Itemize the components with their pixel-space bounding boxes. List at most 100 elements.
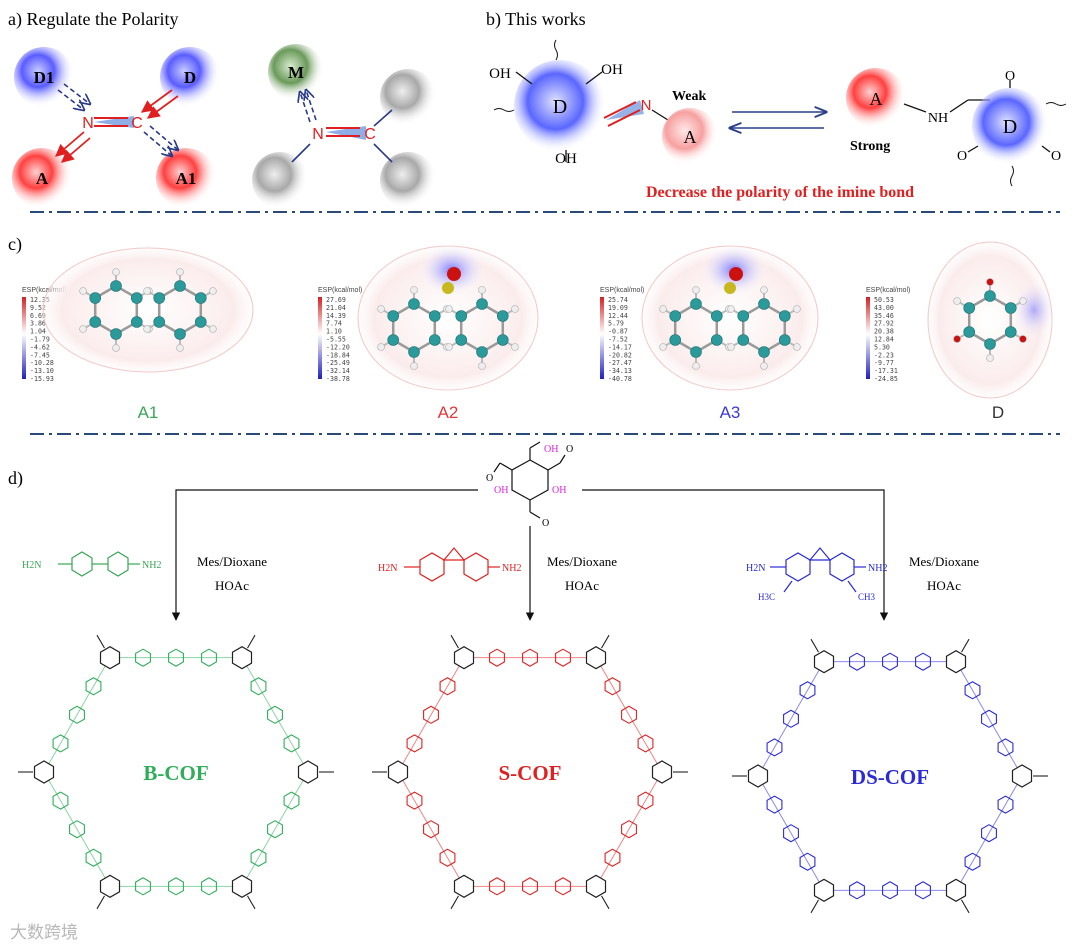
esp-tick: -25.49 xyxy=(326,359,350,367)
sphere-a-strong xyxy=(846,68,906,128)
node-ring xyxy=(297,760,319,784)
conditions-3-line2: HOAc xyxy=(927,578,961,593)
atom-hydrogen xyxy=(793,305,801,313)
esp-tick: 12.44 xyxy=(608,312,628,320)
atom-hydrogen xyxy=(1019,297,1027,305)
atom-hydrogen xyxy=(727,305,735,313)
atom-carbon xyxy=(408,346,420,358)
linker-ring xyxy=(997,738,1014,757)
esp-color-bar xyxy=(318,297,322,379)
node-ring xyxy=(945,878,967,902)
linker-ring xyxy=(981,824,997,843)
esp-tick: -24.85 xyxy=(874,375,898,383)
linker-ring xyxy=(168,648,184,667)
esp-tick: 5.79 xyxy=(608,320,624,328)
linker-ring xyxy=(423,820,439,839)
ald-oh-1: OH xyxy=(544,444,558,455)
atom-carbon xyxy=(496,334,509,346)
atom-hydrogen xyxy=(953,297,961,305)
linker-ring xyxy=(406,734,423,753)
node-ring xyxy=(585,874,607,898)
atom-carbon xyxy=(984,338,996,350)
atom-carbon xyxy=(130,292,143,304)
ald-o-2: O xyxy=(486,473,493,484)
atom-hydrogen xyxy=(760,362,768,370)
linker-ring xyxy=(250,677,267,696)
sphere-m xyxy=(268,44,324,100)
panel-b: b) This works D OH OH OH N A Weak A Stro… xyxy=(486,9,1067,201)
linker-ring xyxy=(882,652,898,671)
linker-ring xyxy=(85,677,102,696)
atom-hydrogen xyxy=(659,343,667,351)
atom-hydrogen xyxy=(478,362,486,370)
atom-hydrogen xyxy=(377,343,385,351)
atom-carbon xyxy=(455,334,468,346)
esp-tick: -15.93 xyxy=(30,375,54,383)
atom-hydrogen xyxy=(478,286,486,294)
esp-tick: -2.23 xyxy=(874,351,894,359)
esp-tick: 21.04 xyxy=(326,304,346,312)
esp-title: ESP(kcal/mol) xyxy=(600,287,644,294)
linker-ring xyxy=(783,824,799,843)
linker-ring xyxy=(621,820,637,839)
atom-n-2: N xyxy=(312,126,324,143)
sphere-grey-2 xyxy=(252,152,308,208)
linker-ring xyxy=(849,881,865,900)
o-right: O xyxy=(1051,149,1061,164)
conditions-2-line1: Mes/Dioxane xyxy=(547,554,617,569)
oh-2: OH xyxy=(601,62,623,78)
linker-ring xyxy=(522,648,538,667)
linker-ring xyxy=(522,877,538,896)
sphere-d-label-keto: D xyxy=(1003,116,1017,138)
linker-ring xyxy=(766,795,783,814)
atom-hydrogen xyxy=(445,343,453,351)
atom-c: C xyxy=(131,115,143,132)
esp-tick: -18.84 xyxy=(326,351,350,359)
benzidine-molecule xyxy=(58,551,140,577)
atom-hydrogen xyxy=(692,286,700,294)
sphere-a-label-strong: A xyxy=(870,89,883,109)
s-amine-molecule xyxy=(404,547,500,582)
esp-tick: -0.87 xyxy=(608,328,628,336)
atom-carbon xyxy=(963,326,976,338)
atom-oxygen xyxy=(447,267,461,281)
linker-ring xyxy=(201,877,217,896)
esp-map-d: ESP(kcal/mol)50.5343.0035.4627.9220.3812… xyxy=(866,241,1056,422)
esp-tick: 6.69 xyxy=(30,312,46,320)
benzidine-h2n: H2N xyxy=(22,560,41,571)
node-ring xyxy=(1011,764,1033,788)
atom-carbon xyxy=(476,298,488,310)
sphere-d-large xyxy=(514,60,606,152)
esp-surface xyxy=(42,247,254,373)
node-ring xyxy=(453,874,475,898)
atom-hydrogen xyxy=(377,305,385,313)
atom-hydrogen xyxy=(410,286,418,294)
linker-ring xyxy=(849,652,865,671)
node-ring xyxy=(453,646,475,670)
sphere-d xyxy=(160,47,220,107)
panel-a-label: a) Regulate the Polarity xyxy=(8,9,178,30)
sphere-a1 xyxy=(156,148,216,208)
ds-amine-ch3: CH3 xyxy=(858,592,876,602)
cof-ds-cof: DS-COF xyxy=(732,638,1048,914)
linker-ring xyxy=(69,705,85,724)
atom-carbon xyxy=(174,328,186,340)
atom-carbon xyxy=(710,334,723,346)
linker-ring xyxy=(135,648,151,667)
linker-ring xyxy=(283,791,300,810)
linker-ring xyxy=(406,791,423,810)
linker-ring xyxy=(964,681,981,700)
esp-tick: -13.10 xyxy=(30,367,54,375)
esp-tick: -17.31 xyxy=(874,367,898,375)
strong-label: Strong xyxy=(850,139,890,154)
atom-carbon xyxy=(387,334,400,346)
atom-carbon xyxy=(690,298,702,310)
atom-carbon xyxy=(428,334,441,346)
atom-carbon xyxy=(710,310,723,322)
linker-ring xyxy=(283,734,300,753)
ds-amine-molecule xyxy=(770,547,866,593)
esp-tick: -20.82 xyxy=(608,351,632,359)
linker-ring xyxy=(69,820,85,839)
esp-tick: 12.84 xyxy=(874,336,894,344)
